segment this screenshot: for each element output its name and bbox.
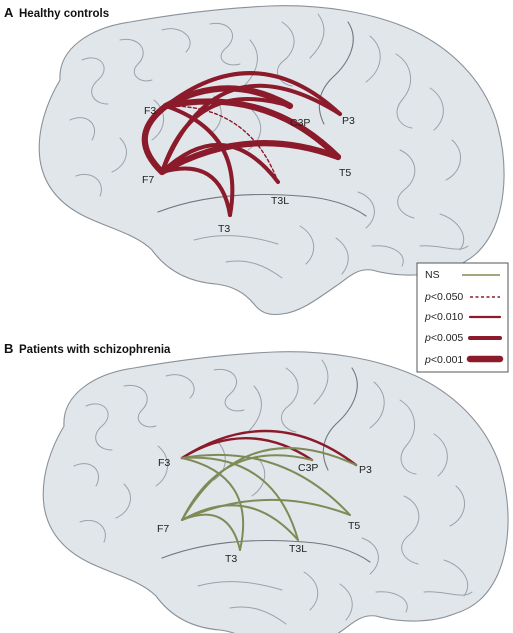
electrode-label-p3-b: P3 [359,464,372,476]
electrode-labels-b: F3 F7 C3P P3 T5 T3L T3 [157,457,372,565]
connections-b [180,429,358,551]
connection-b-f3-t3 [181,457,245,551]
connection-a-f7-t5 [158,140,342,176]
electrode-label-f7-b: F7 [157,523,169,535]
connections-a [141,71,342,217]
electrode-label-c3p-b: C3P [298,462,318,474]
connection-b-f3-t3l [181,456,299,541]
panel-a-letter: A [4,5,14,20]
connection-b-f3-t5 [181,453,351,516]
electrode-label-p3-a: P3 [342,115,355,127]
connection-a-f7-c3p [160,97,292,174]
connection-b-f3-c3p [180,437,314,462]
electrode-label-t3l-a: T3L [271,195,289,207]
electrode-label-f3-a: F3 [144,105,156,117]
panel-a-header: A Healthy controls [4,5,109,20]
connection-b-f7-c3p [181,454,313,521]
legend-ns-label: NS [425,269,440,281]
electrode-label-t3-a: T3 [218,223,230,235]
connection-a-f3-t5 [162,98,342,161]
electrode-label-c3p-a: C3P [290,117,310,129]
legend-p010-label: p<0.010 [424,311,463,323]
panel-b-title: Patients with schizophrenia [19,344,171,356]
legend: NS p<0.050 p<0.010 p<0.005 p<0.001 [416,262,509,373]
panel-a-title: Healthy controls [19,8,109,20]
connection-b-f7-t3l [181,504,299,541]
electrode-label-f3-b: F3 [158,457,170,469]
electrode-label-t5-b: T5 [348,520,360,532]
connection-b-f7-t3 [181,513,241,551]
legend-p001-label: p<0.001 [424,354,463,366]
connection-a-f7-t3 [160,166,232,217]
legend-p050-label: p<0.050 [424,291,463,303]
electrode-label-t5-a: T5 [339,167,351,179]
connection-a-f7-f3 [141,102,170,176]
panel-b-letter: B [4,341,13,356]
legend-p005-label: p<0.005 [424,332,463,344]
electrode-label-f7-a: F7 [142,174,154,186]
connection-a-f3-c3p [162,85,294,110]
connection-a-f3-t3 [164,104,235,217]
electrode-label-t3l-b: T3L [289,543,307,555]
connection-b-f7-t5 [181,498,351,521]
electrode-labels-a: F3 F7 C3P P3 T5 T3L T3 [142,105,355,235]
connection-a-f3-t3l [165,105,279,183]
connection-a-f3-p3 [164,71,342,116]
connection-b-f7-p3 [181,447,357,521]
electrode-label-t3-b: T3 [225,553,237,565]
panel-b-header: B Patients with schizophrenia [4,341,171,356]
